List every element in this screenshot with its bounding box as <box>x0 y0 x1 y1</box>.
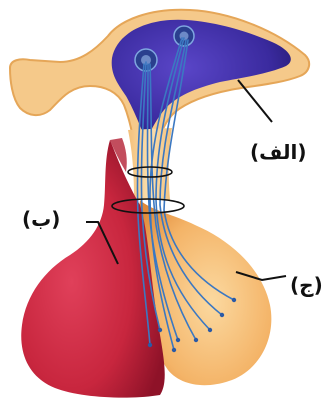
label-a: (الف) <box>250 140 306 164</box>
label-c: (ج) <box>290 273 323 297</box>
label-b: (ب) <box>22 207 60 231</box>
